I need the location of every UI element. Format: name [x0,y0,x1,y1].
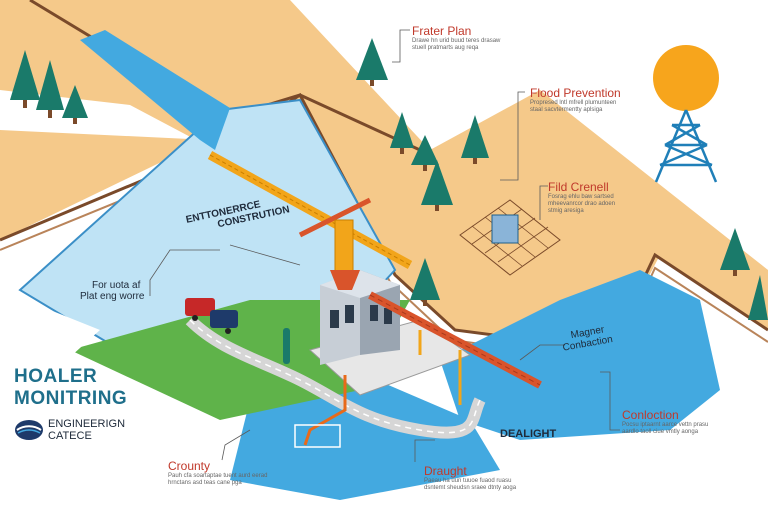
pine-tree-icon [10,38,768,364]
logo-globe-icon [15,420,43,440]
callout-draught: Draught Paeau ha uun tuuoe fuaod ruasu d… [424,464,524,492]
callout-flood-prevention: Flood Prevention Propresed lntl mfrell p… [530,86,621,114]
callout-title: Fild Crenell [548,180,609,194]
control-building [320,270,400,365]
callout-desc: Paeau ha uun tuuoe fuaod ruasu dsntemt s… [424,478,517,491]
road-center-line [189,319,481,434]
logo-line2: CATECE [48,430,92,442]
callout-title: Conloction [622,408,679,422]
callout-title: Crounty [168,459,211,473]
brand-block: HOALER MONITRING ENGINEERIGN CATECE [14,366,127,442]
sun-icon [653,45,719,111]
river-channel-top [80,30,230,150]
callout-frater-plan: Frater Plan Drawe hn urid buud teres dra… [412,24,507,52]
callout-crounty: Crounty Pauh cfa soartaptae tuent aurd e… [168,459,273,487]
pipe-orange [303,375,347,446]
field-grid [459,199,561,276]
callout-conloction: Conloction Pocsu iptaarnt aarce vettn pr… [622,408,717,436]
land-right-shelf [455,190,768,350]
callout-desc: Propresed lntl mfrell plumunteen staal s… [530,100,617,113]
dealight-title: DEALIGHT [500,428,557,440]
truck-icon [185,298,238,334]
brand-logo: ENGINEERIGN CATECE [14,418,127,442]
crane-icon [207,151,413,290]
callout-desc: Drawe hn urid buud teres drasaw stuell p… [412,38,501,51]
callout-title: Flood Prevention [530,86,621,100]
dealight-label: DEALIGHT [500,428,556,440]
callout-desc: Pauh cfa soartaptae tuent aurd eerad hrn… [168,473,268,486]
grass-left-bank [0,290,100,420]
callout-desc: Pocsu iptaarnt aarce vettn prasu aardlo … [622,422,709,435]
logo-text: ENGINEERIGN CATECE [48,418,125,442]
callout-desc: Fosrag ehlu baw sartsed mheevanrcor drao… [548,194,616,214]
for-note-line1: For uota af [92,280,141,291]
brand-title-line1: HOALER [14,366,98,387]
leader-lines [149,29,620,462]
outfall-frame [294,424,341,448]
river-right [440,270,720,440]
for-note-line2: Plat eng worre [80,291,145,302]
logo-line1: ENGINEERIGN [48,418,126,430]
brand-title-line2: MONITRING [14,388,128,409]
for-note: For uota af Plat eng worre [80,280,144,302]
callout-title: Frater Plan [412,24,472,38]
transmission-tower-icon [654,109,718,183]
callout-fild-crenell: Fild Crenell Fosrag ehlu baw sartsed mhe… [548,180,630,215]
callout-title: Draught [424,464,467,478]
truss-bridge [368,291,542,405]
